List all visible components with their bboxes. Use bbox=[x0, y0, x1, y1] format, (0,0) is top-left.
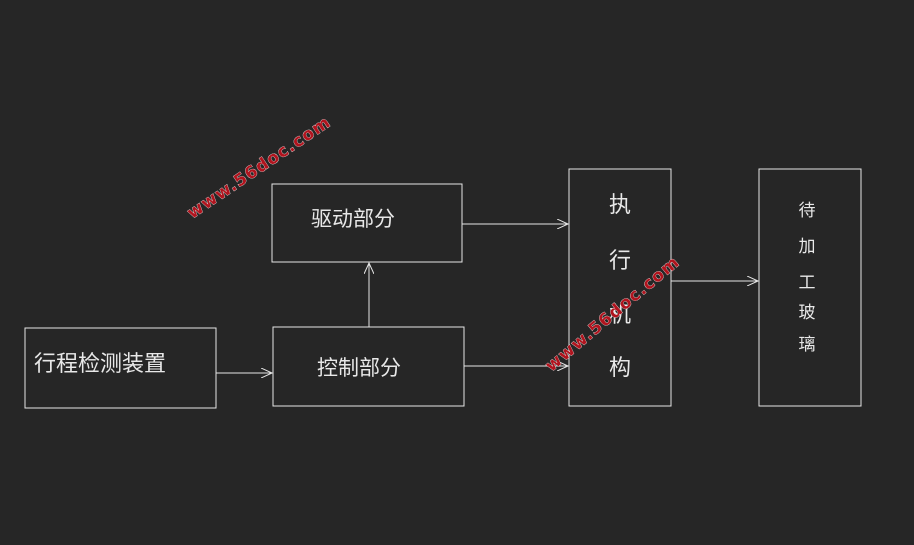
glass-char-1: 待 bbox=[799, 201, 816, 221]
control-label: 控制部分 bbox=[317, 356, 401, 380]
glass-char-4: 玻 bbox=[799, 303, 816, 323]
glass-char-2: 加 bbox=[799, 237, 816, 257]
glass-box bbox=[758, 168, 862, 407]
actuator-char-1: 执 bbox=[609, 193, 631, 218]
sensor-box bbox=[24, 327, 217, 409]
actuator-char-3: 机 bbox=[609, 303, 631, 328]
actuator-char-4: 构 bbox=[609, 356, 631, 381]
drive-label: 驱动部分 bbox=[311, 207, 395, 231]
actuator-box bbox=[568, 168, 672, 407]
glass-char-3: 工 bbox=[799, 273, 816, 293]
sensor-label: 行程检测装置 bbox=[34, 352, 166, 377]
glass-char-5: 璃 bbox=[799, 335, 816, 355]
actuator-char-2: 行 bbox=[609, 249, 631, 274]
